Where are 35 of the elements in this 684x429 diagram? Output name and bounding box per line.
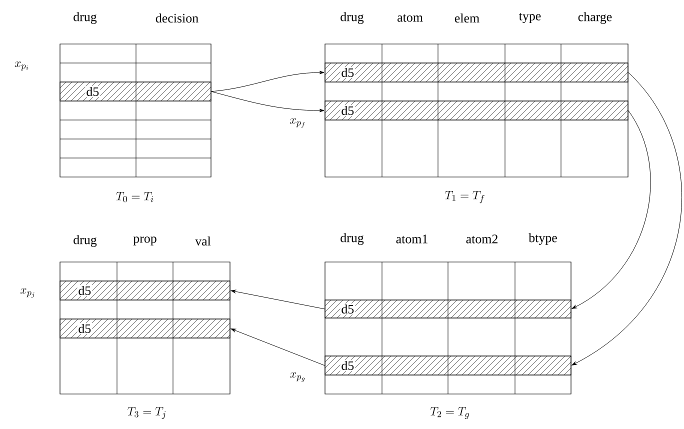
table-caption: $T_1 = T_f$ bbox=[445, 191, 484, 204]
arrow bbox=[230, 290, 325, 310]
arrow bbox=[211, 70, 324, 92]
column-header: drug bbox=[74, 235, 97, 247]
arrow bbox=[230, 328, 325, 366]
column-header: prop bbox=[133, 236, 156, 246]
table-caption: $T_0 = T_i$ bbox=[116, 192, 154, 202]
column-header: decision bbox=[156, 13, 198, 23]
hatched-row: d5 bbox=[324, 300, 572, 318]
variable-label: $x_{p_j}$ bbox=[20, 288, 34, 298]
hatched-row: d5 bbox=[60, 280, 230, 300]
column-header: drug bbox=[340, 12, 364, 24]
hatched-row: d5 bbox=[60, 82, 212, 102]
column-header: elem bbox=[454, 13, 480, 23]
arrow bbox=[572, 110, 651, 309]
variable-label: $x_{p_g}$ bbox=[290, 372, 305, 382]
column-header: val bbox=[195, 236, 211, 246]
variable-label: $x_{p_i}$ bbox=[14, 62, 28, 70]
arrow bbox=[572, 72, 682, 366]
hatched-row: d5 bbox=[60, 318, 230, 338]
column-header: atom1 bbox=[396, 234, 428, 244]
arrow bbox=[211, 91, 324, 112]
hatched-row: d5 bbox=[324, 356, 572, 376]
column-header: atom2 bbox=[466, 234, 498, 244]
variable-label: $x_{p_f}$ bbox=[290, 118, 305, 128]
hatched-row: d5 bbox=[324, 100, 628, 120]
table-caption: $T_3 = T_j$ bbox=[128, 407, 166, 419]
column-header: drug bbox=[74, 12, 97, 24]
column-header: atom bbox=[398, 14, 423, 22]
column-header: btype bbox=[528, 233, 557, 245]
column-header: charge bbox=[578, 12, 612, 24]
hatched-row: d5 bbox=[324, 62, 628, 82]
column-header: type bbox=[518, 12, 541, 24]
column-header: drug bbox=[340, 233, 364, 245]
table-caption: $T_2 = T_g$ bbox=[430, 407, 470, 419]
